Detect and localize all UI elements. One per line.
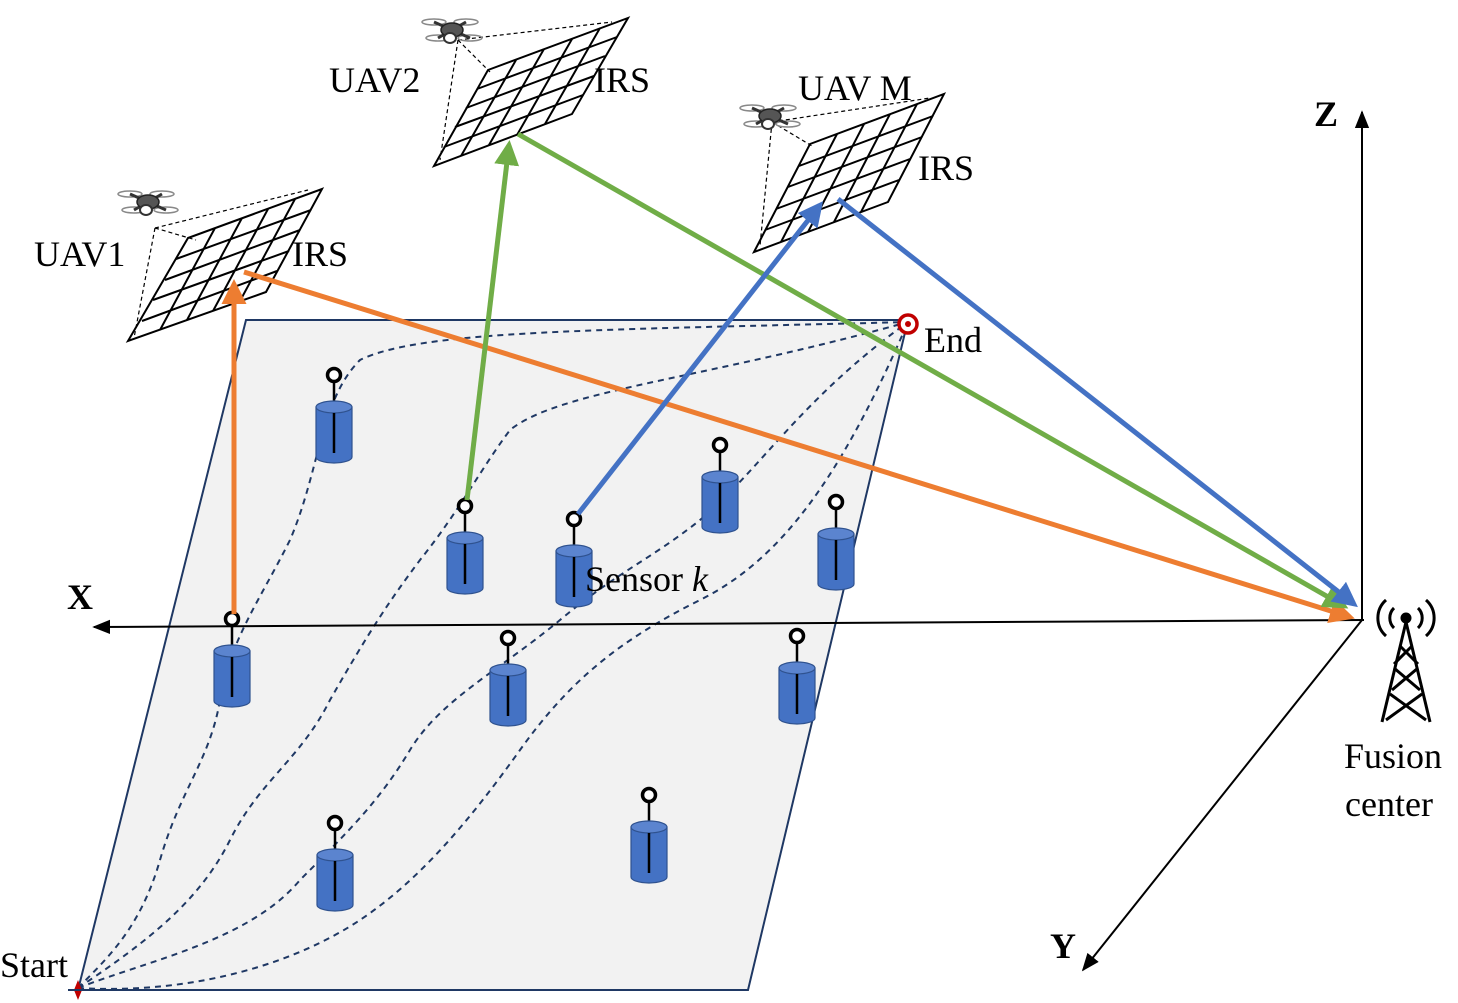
trajectory-2: [77, 321, 909, 989]
trajectory-4: [77, 321, 909, 990]
start-label: Start: [0, 945, 68, 985]
axis-label-z: Z: [1314, 94, 1338, 134]
uav1-links: [221, 269, 1355, 623]
ground-area: [76, 319, 910, 991]
sensor-k-label: Sensor k: [585, 559, 709, 599]
irs-panel-uavm: [751, 92, 947, 254]
end-label: End: [924, 320, 982, 360]
irs-label-uavm: IRS: [918, 148, 974, 188]
antenna-tower-icon: [1376, 598, 1436, 723]
irs-panel-uav2: [431, 16, 631, 168]
fusion-center-label-line2: center: [1345, 784, 1433, 824]
irs-label-uav2: IRS: [594, 60, 650, 100]
uav2-links: [464, 131, 1349, 609]
trajectory-3: [77, 321, 909, 989]
axis-label-x: X: [67, 577, 93, 617]
y-axis: [1081, 619, 1363, 972]
irs-label-uav1: IRS: [292, 234, 348, 274]
uav2-label: UAV2: [329, 60, 420, 100]
drone-icon-uav2: [420, 17, 484, 45]
uavm-label: UAV M: [798, 68, 912, 108]
drone-icon-uav1: [116, 189, 180, 217]
trajectory-1: [77, 321, 909, 989]
fusion-center-label-line1: Fusion: [1344, 736, 1442, 776]
drone-icon-uavm: [738, 103, 802, 131]
uav1-label: UAV1: [34, 234, 125, 274]
axis-label-y: Y: [1050, 926, 1076, 966]
x-axis: [92, 619, 1365, 635]
uavm-links: [576, 197, 1358, 608]
uav-trajectories: [77, 321, 909, 990]
